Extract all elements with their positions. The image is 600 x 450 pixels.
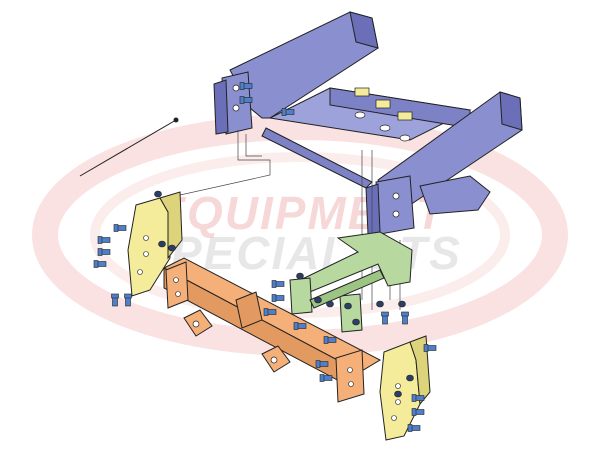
harness-wire bbox=[79, 117, 179, 177]
vehicle-frame bbox=[213, 11, 523, 235]
left-mount-bracket bbox=[127, 191, 183, 297]
frame-clips bbox=[354, 87, 413, 121]
center-support-bracket bbox=[289, 231, 413, 333]
right-mount-bracket bbox=[379, 335, 431, 441]
